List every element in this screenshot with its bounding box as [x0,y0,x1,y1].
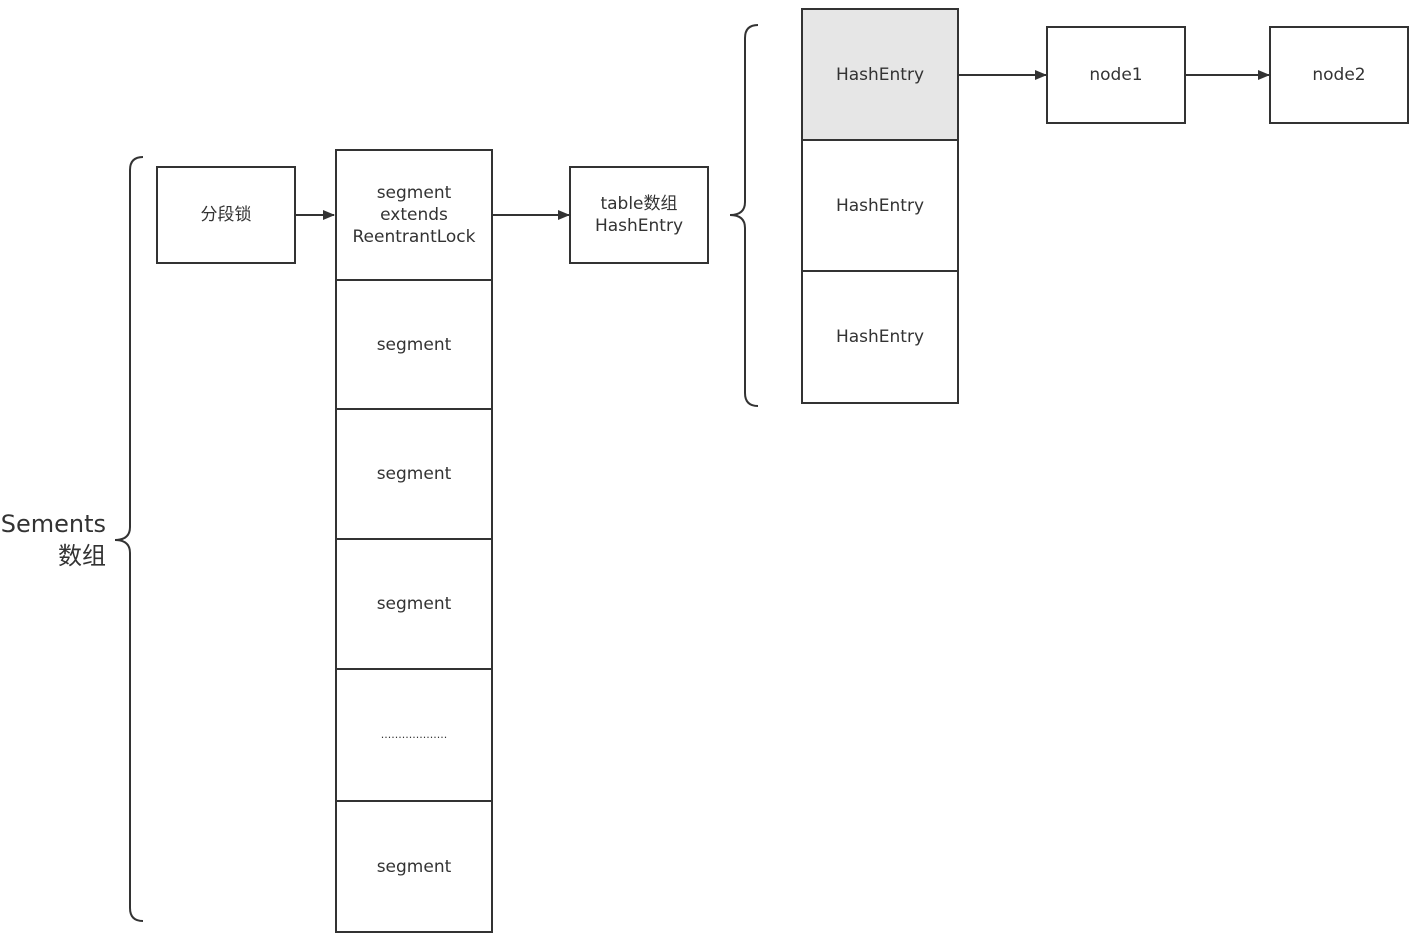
segment-cell-label: segment [376,334,452,355]
segment-cell-label: segment [376,594,452,614]
segment-cell: segment extends ReentrantLock [335,149,493,281]
hashentry-cell-highlighted: HashEntry [801,8,959,141]
table-array-label: table数组 HashEntry [594,194,684,236]
node2-box: node2 [1269,26,1409,124]
segment-cell: segment [335,279,493,410]
hashentry-cell: HashEntry [801,270,959,404]
segment-cell-label: segment extends ReentrantLock [352,183,476,247]
segment-cell-ellipsis: ................... [335,668,493,802]
segments-array-label: Sements 数组 [0,510,106,570]
segment-cell: segment [335,408,493,540]
node2-label: node2 [1312,65,1366,85]
table-array-box: table数组 HashEntry [569,166,709,264]
table-brace [729,24,759,407]
hashentry-cell: HashEntry [801,139,959,272]
hashentry-label: HashEntry [835,195,925,216]
node1-box: node1 [1046,26,1186,124]
segment-cell-label: segment [376,464,452,484]
segment-cell-label: ................... [380,728,448,741]
segment-lock-box: 分段锁 [156,166,296,264]
segments-brace [114,156,144,922]
segment-cell: segment [335,800,493,933]
hashentry-label: HashEntry [835,64,925,85]
segment-lock-label: 分段锁 [200,205,252,225]
node1-label: node1 [1089,65,1143,85]
segment-cell-label: segment [376,856,452,877]
hashentry-label: HashEntry [835,327,925,347]
segment-cell: segment [335,538,493,670]
